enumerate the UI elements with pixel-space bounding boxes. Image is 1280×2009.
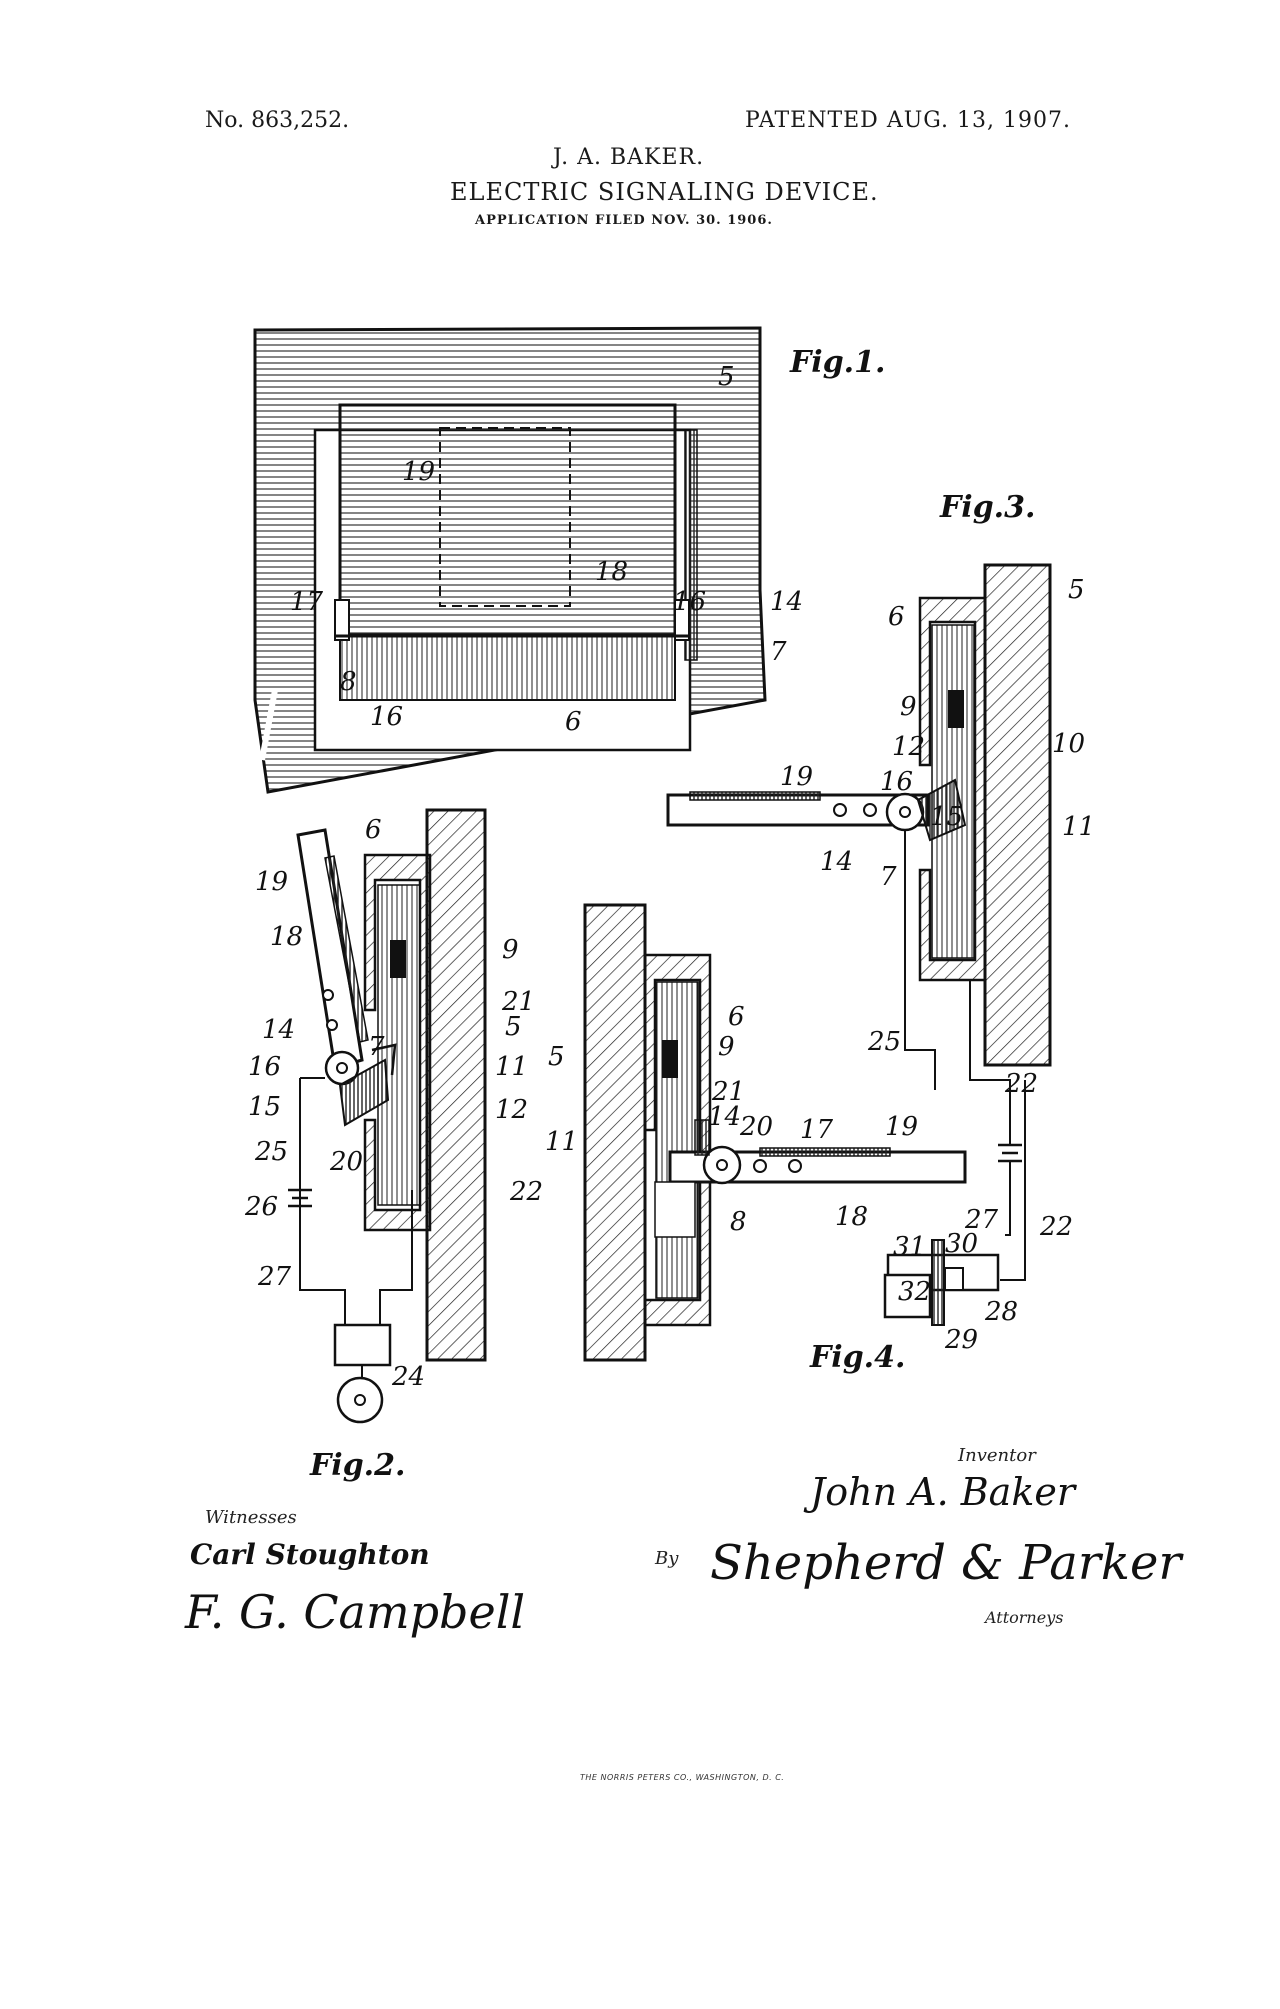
fig4-numeral: 18 [835, 1202, 868, 1232]
patent-date: PATENTED AUG. 13, 1907. [745, 108, 1071, 133]
fig2-numeral: 20 [329, 1147, 363, 1177]
fig2-numeral: 11 [495, 1052, 528, 1082]
fig3-numeral: 31 [893, 1232, 926, 1262]
fig2-numerals: 6 19 18 9 21 5 14 7 11 16 15 12 25 20 26… [244, 815, 543, 1392]
witnesses-label: Witnesses [205, 1507, 297, 1528]
fig3-numeral: 22 [1039, 1212, 1073, 1242]
fig3-numeral: 10 [1052, 729, 1085, 759]
figure-4-drawing [583, 903, 967, 1362]
fig4-numeral: 20 [739, 1112, 773, 1142]
fig1-numeral: 16 [673, 587, 706, 617]
inventor-label: Inventor [958, 1445, 1036, 1466]
fig3-numeral: 9 [900, 692, 917, 722]
fig3-numeral: 29 [944, 1325, 978, 1355]
fig4-numeral: 14 [708, 1102, 741, 1132]
attorneys-label: Attorneys [985, 1608, 1064, 1627]
fig1-numeral: 8 [340, 667, 357, 697]
fig1-numeral: 19 [402, 457, 435, 487]
by-label: By [655, 1548, 679, 1569]
figure-1-label: Fig.1. [790, 345, 886, 380]
fig2-numeral: 16 [248, 1052, 281, 1082]
fig3-numeral: 16 [880, 767, 913, 797]
fig2-numeral: 15 [248, 1092, 281, 1122]
fig2-numeral: 7 [368, 1032, 385, 1062]
fig4-numeral: 21 [711, 1077, 745, 1107]
fig3-numeral: 30 [945, 1229, 978, 1259]
fig4-numeral: 11 [545, 1127, 578, 1157]
fig2-numeral: 25 [254, 1137, 288, 1167]
fig3-numeral: 14 [820, 847, 853, 877]
fig4-numeral: 8 [730, 1207, 747, 1237]
fig3-numeral: 22 [1004, 1069, 1038, 1099]
fig3-numeral: 5 [1068, 575, 1085, 605]
fig1-numeral: 6 [565, 707, 582, 737]
witness-signature-2: F. G. Campbell [185, 1585, 526, 1639]
fig3-numeral: 28 [984, 1297, 1018, 1327]
figure-4-label: Fig.4. [810, 1340, 906, 1375]
fig4-numeral: 19 [885, 1112, 918, 1142]
fig2-numeral: 6 [365, 815, 382, 845]
fig1-numeral: 7 [770, 637, 787, 667]
inventor-name: J. A. BAKER. [553, 145, 705, 170]
figure-3-drawing [666, 563, 1052, 1326]
application-filed-date: APPLICATION FILED NOV. 30. 1906. [475, 213, 773, 228]
fig2-numeral: 14 [262, 1015, 295, 1045]
fig1-numerals: 5 19 18 17 16 14 7 8 16 6 [290, 362, 803, 737]
patent-title: ELECTRIC SIGNALING DEVICE. [450, 178, 879, 206]
fig2-numeral: 21 [501, 987, 535, 1017]
fig3-numeral: 25 [867, 1027, 901, 1057]
fig4-numeral: 17 [800, 1115, 834, 1145]
patent-number: No. 863,252. [205, 108, 350, 133]
fig3-numeral: 6 [888, 602, 905, 632]
fig4-numeral: 6 [728, 1002, 745, 1032]
figure-3-label: Fig.3. [940, 490, 1036, 525]
fig3-numeral: 7 [880, 862, 897, 892]
fig3-numeral: 11 [1062, 812, 1095, 842]
fig3-numeral: 15 [930, 802, 963, 832]
fig3-numeral: 12 [892, 732, 925, 762]
fig1-numeral: 17 [290, 587, 324, 617]
fig2-numeral: 26 [244, 1192, 278, 1222]
fig2-numeral: 22 [509, 1177, 543, 1207]
fig1-numeral: 14 [770, 587, 803, 617]
attorney-signature: Shepherd & Parker [710, 1535, 1182, 1591]
fig4-numeral: 5 [548, 1042, 565, 1072]
fig1-numeral: 18 [595, 557, 628, 587]
fig2-numeral: 5 [505, 1012, 522, 1042]
figure-2-label: Fig.2. [310, 1448, 406, 1483]
figure-1-drawing [253, 326, 767, 794]
fig2-numeral: 24 [391, 1362, 425, 1392]
fig2-numeral: 27 [257, 1262, 292, 1292]
fig3-numeral: 27 [964, 1205, 999, 1235]
fig2-numeral: 19 [255, 867, 288, 897]
inventor-signature: John A. Baker [810, 1470, 1075, 1514]
fig2-numeral: 9 [502, 935, 519, 965]
fig1-numeral: 5 [718, 362, 735, 392]
fig3-numerals: 5 6 9 10 12 16 15 11 19 14 7 25 22 27 22… [780, 575, 1095, 1355]
witness-signature-1: Carl Stoughton [190, 1538, 430, 1571]
fig4-numeral: 9 [718, 1032, 735, 1062]
fig3-numeral: 19 [780, 762, 813, 792]
fig4-numerals: 5 6 9 21 14 20 17 19 11 8 18 [545, 1002, 918, 1237]
printer-imprint: THE NORRIS PETERS CO., WASHINGTON, D. C. [580, 1773, 785, 1782]
fig2-numeral: 18 [270, 922, 303, 952]
figure-2-drawing [288, 808, 487, 1424]
fig2-numeral: 12 [495, 1095, 528, 1125]
fig1-numeral: 16 [370, 702, 403, 732]
fig3-numeral: 32 [898, 1277, 931, 1307]
